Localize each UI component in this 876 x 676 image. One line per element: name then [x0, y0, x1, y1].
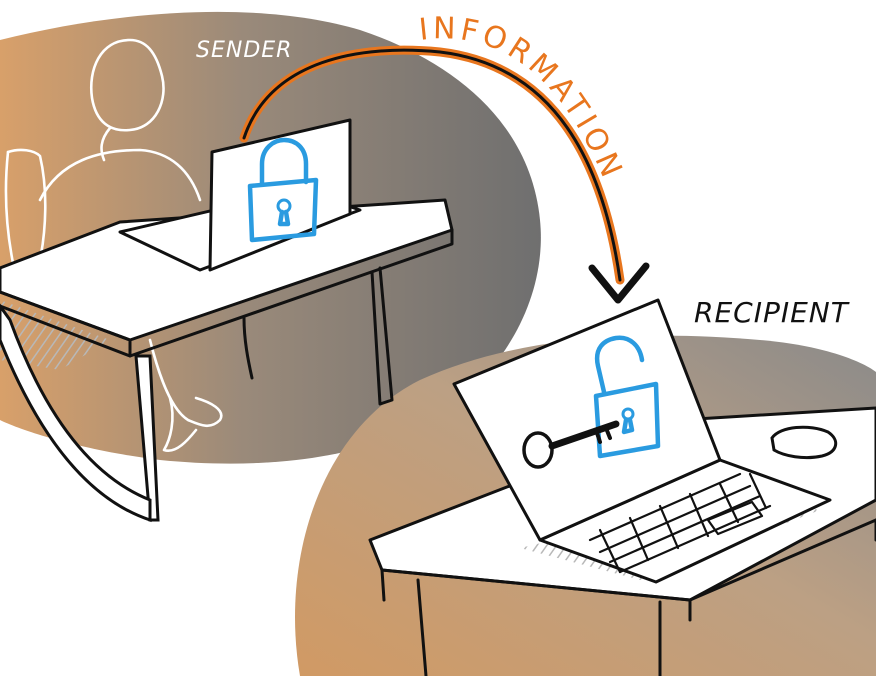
recipient-label: RECIPIENT — [694, 296, 849, 329]
mouse-icon — [770, 425, 838, 460]
sender-label: SENDER — [196, 38, 293, 63]
sender-desk — [0, 198, 454, 523]
recipient-laptop — [452, 298, 832, 584]
key-icon — [522, 420, 620, 469]
sender-laptop — [118, 118, 362, 272]
curved-arrow-icon — [239, 45, 650, 304]
lock-closed-icon — [247, 137, 319, 243]
sender-person — [4, 38, 223, 452]
